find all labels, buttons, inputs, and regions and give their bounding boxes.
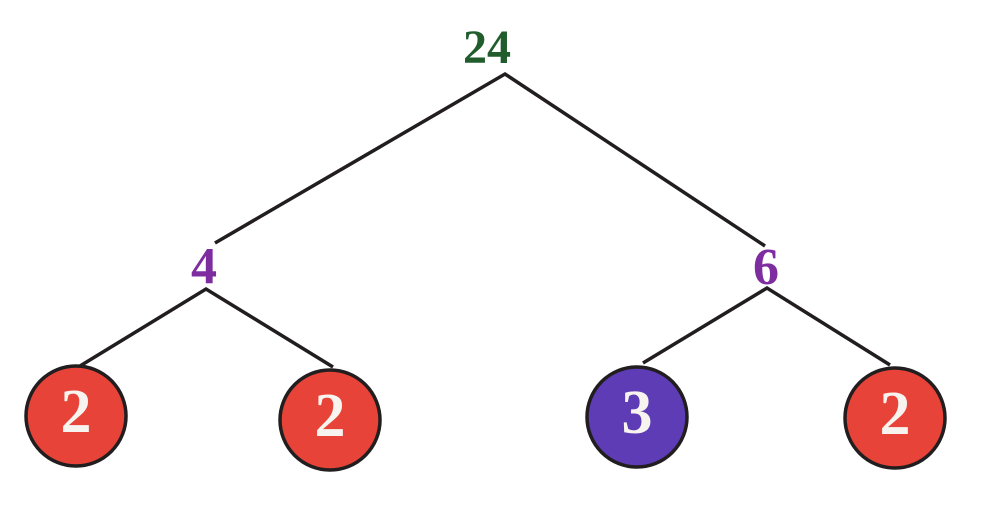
leaf-node-circle-3 bbox=[585, 365, 689, 469]
edge-branch-4-to-leaves bbox=[79, 286, 334, 369]
leaf-node-circle-1 bbox=[24, 364, 128, 468]
edge-root-to-branches bbox=[214, 71, 766, 248]
leaf-node-circle-4 bbox=[843, 366, 947, 470]
leaf-node-circle-2 bbox=[278, 368, 382, 472]
leaf-node-value-2: 2 bbox=[315, 382, 346, 450]
edge-branch-6-to-leaves bbox=[642, 285, 891, 367]
leaf-node-value-3: 3 bbox=[622, 379, 653, 447]
leaf-node-value-4: 2 bbox=[880, 380, 911, 448]
branch-node-value-left: 4 bbox=[191, 238, 217, 295]
branch-node-value-right: 6 bbox=[753, 239, 779, 296]
root-node-value: 24 bbox=[463, 21, 511, 74]
leaf-node-value-1: 2 bbox=[61, 378, 92, 446]
